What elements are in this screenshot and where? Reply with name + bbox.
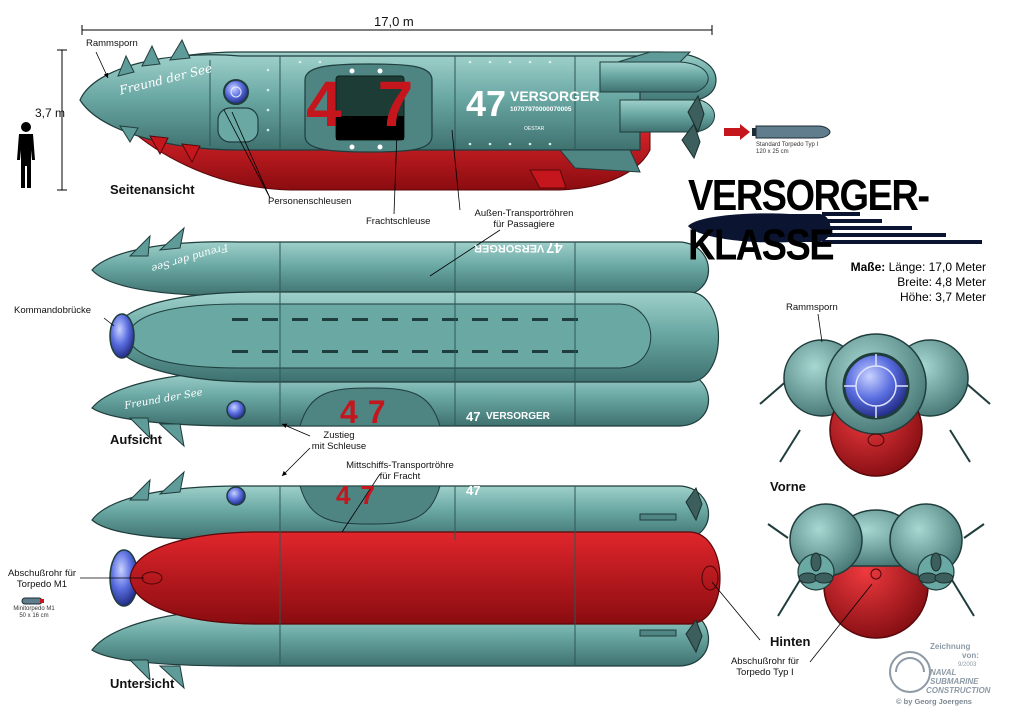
human-silhouette — [17, 122, 35, 188]
label-entry-line2: mit Schleuse — [311, 441, 367, 452]
label-outer-tubes: Außen-Transportröhren für Passagiere — [454, 208, 594, 230]
label-torpedo-size: 120 x 25 cm — [756, 149, 789, 155]
bottom-hull-number: 47 — [336, 480, 385, 510]
side-view-submarine — [79, 38, 717, 191]
side-hull-number: 47 — [306, 68, 450, 140]
label-person-locks: Personenschleusen — [268, 196, 352, 207]
label-torpedo: Standard Torpedo Typ I 120 x 25 cm — [756, 142, 818, 156]
top-hull-number-small: 47 — [466, 409, 481, 424]
front-view — [759, 333, 991, 477]
bottom-view-submarine — [91, 470, 721, 690]
label-cargo-lock: Frachtschleuse — [366, 216, 431, 227]
top-hull-name: VERSORGER — [486, 411, 550, 422]
label-outer-tubes-line1: Außen-Transportröhren — [474, 208, 574, 219]
top-hull-number-mirrored: 47 — [546, 239, 563, 256]
credit-org-3: CONSTRUCTION — [926, 686, 991, 695]
label-outer-tubes-line2: für Passagiere — [493, 219, 555, 230]
view-label-side: Seitenansicht — [110, 182, 195, 197]
label-mid-tube-line2: für Fracht — [379, 471, 421, 482]
label-bridge: Kommandobrücke — [14, 305, 92, 316]
leader-lines — [80, 51, 873, 663]
side-hull-name: VERSORGER — [510, 88, 600, 104]
view-label-rear: Hinten — [770, 634, 811, 649]
length-dimension — [81, 25, 713, 35]
dimensions-heading: Maße: — [850, 260, 886, 274]
page-title: VERSORGER-KLASSE — [688, 172, 930, 270]
label-t1-tube: Abschußrohr für Torpedo Typ I — [720, 656, 810, 678]
standard-torpedo — [724, 124, 831, 140]
credit-by: von: — [962, 651, 979, 660]
label-m1-tube-line2: Torpedo M1 — [16, 579, 68, 590]
label-t1-tube-line2: Torpedo Typ I — [736, 667, 794, 678]
height-label: 3,7 m — [35, 106, 66, 120]
view-label-bottom: Untersicht — [110, 676, 175, 691]
label-minitorpedo-size: 50 x 16 cm — [19, 613, 49, 619]
label-mid-tube-line1: Mittschiffs-Transportröhre — [346, 460, 454, 471]
side-hull-serial: 10707970000070005 — [510, 106, 572, 113]
dimensions-length: Länge: 17,0 Meter — [888, 260, 986, 274]
dimensions-width: Breite: 4,8 Meter — [897, 275, 986, 289]
label-mid-tube: Mittschiffs-Transportröhre für Fracht — [330, 460, 470, 482]
view-label-front: Vorne — [770, 479, 806, 494]
label-t1-tube-line1: Abschußrohr für — [730, 656, 800, 667]
rear-view — [767, 503, 985, 639]
credit-author: © by Georg Joergens — [896, 697, 972, 706]
side-hull-number-white: 47 — [466, 83, 507, 124]
label-minitorpedo-name: Minitorpedo M1 — [13, 606, 55, 612]
label-m1-tube: Abschußrohr für Torpedo M1 — [4, 568, 80, 590]
credit-org-2: SUBMARINE — [930, 677, 979, 686]
label-m1-tube-line1: Abschußrohr für — [7, 568, 77, 579]
label-ram-side: Rammsporn — [86, 38, 138, 49]
label-entry: Zustieg mit Schleuse — [304, 430, 374, 452]
credit-date: 9/2003 — [958, 662, 977, 668]
credit-drawing: Zeichnung — [930, 642, 971, 651]
credit-org-1: NAVAL — [930, 668, 957, 677]
minitorpedo — [21, 597, 44, 605]
nsc-logo — [889, 651, 931, 693]
dimensions-height: Höhe: 3,7 Meter — [899, 290, 986, 304]
top-hull-number: 47 — [340, 394, 396, 430]
overall-length-label: 17,0 m — [374, 14, 414, 29]
bottom-hull-number-white: 47 — [466, 483, 481, 498]
label-ram-front: Rammsporn — [786, 302, 838, 313]
title-silhouette — [688, 212, 982, 244]
top-view-submarine — [91, 226, 719, 448]
label-minitorpedo: Minitorpedo M1 50 x 16 cm — [4, 606, 64, 620]
dimensions-block: Maße: Länge: 17,0 Meter Breite: 4,8 Mete… — [820, 260, 986, 305]
label-entry-line1: Zustieg — [323, 430, 355, 441]
label-torpedo-name: Standard Torpedo Typ I — [756, 142, 819, 148]
top-hull-name-mirrored: VERSORGER — [474, 242, 545, 254]
side-small-mark: OESTAR — [524, 126, 545, 132]
height-dimension — [57, 49, 67, 191]
view-label-top: Aufsicht — [110, 432, 162, 447]
